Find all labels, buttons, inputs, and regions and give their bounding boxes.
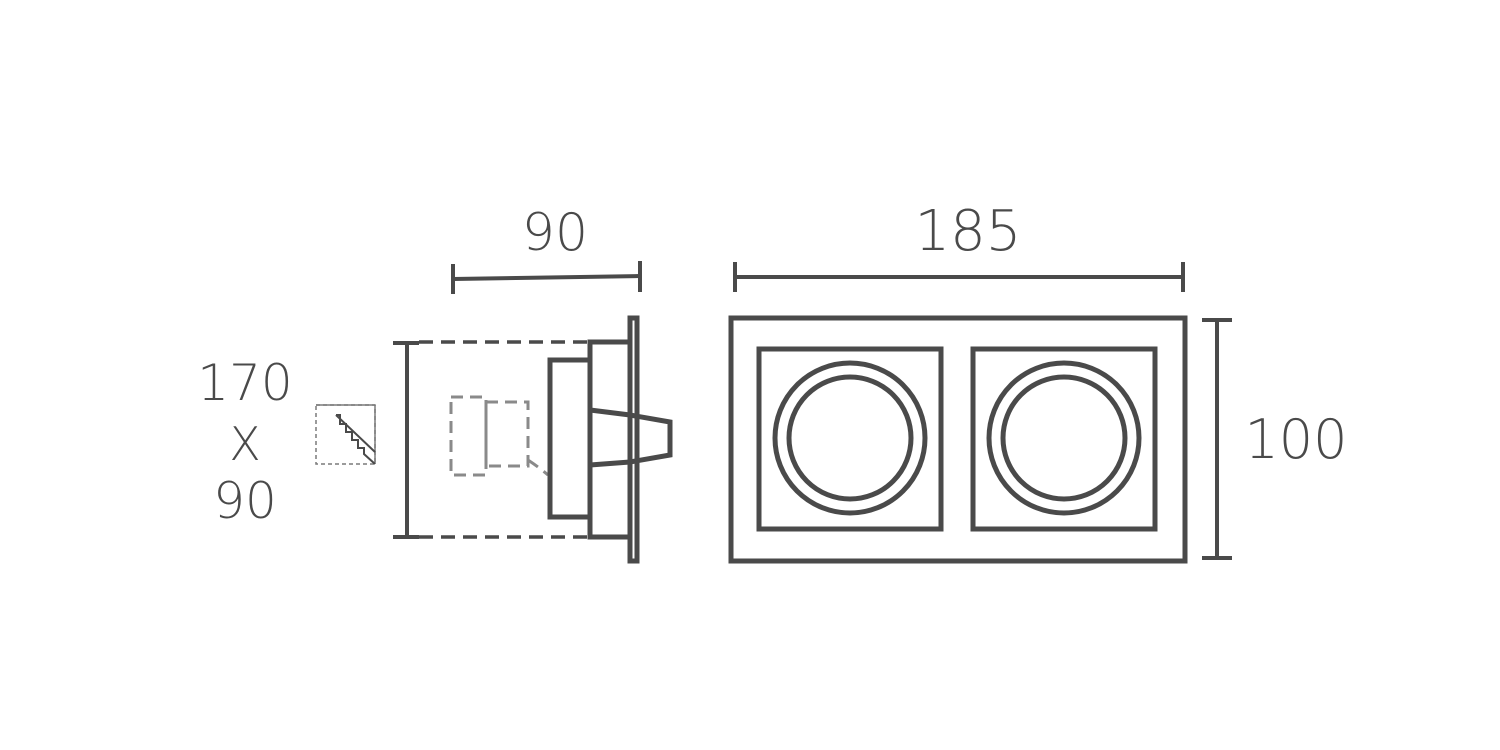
cutout-times-label: X	[229, 417, 261, 471]
stepped-cutout-icon	[315, 404, 376, 465]
cutout-height-label: 90	[213, 472, 277, 530]
front-width-dimension	[733, 262, 1185, 292]
front-height-label: 100	[1244, 408, 1347, 471]
front-width-label: 185	[915, 199, 1022, 264]
front-height-dimension	[1202, 318, 1232, 560]
side-depth-dimension	[451, 261, 642, 294]
front-view	[728, 315, 1188, 564]
side-view	[393, 315, 673, 564]
cutout-width-label: 170	[197, 354, 292, 412]
side-depth-label: 90	[522, 203, 588, 263]
